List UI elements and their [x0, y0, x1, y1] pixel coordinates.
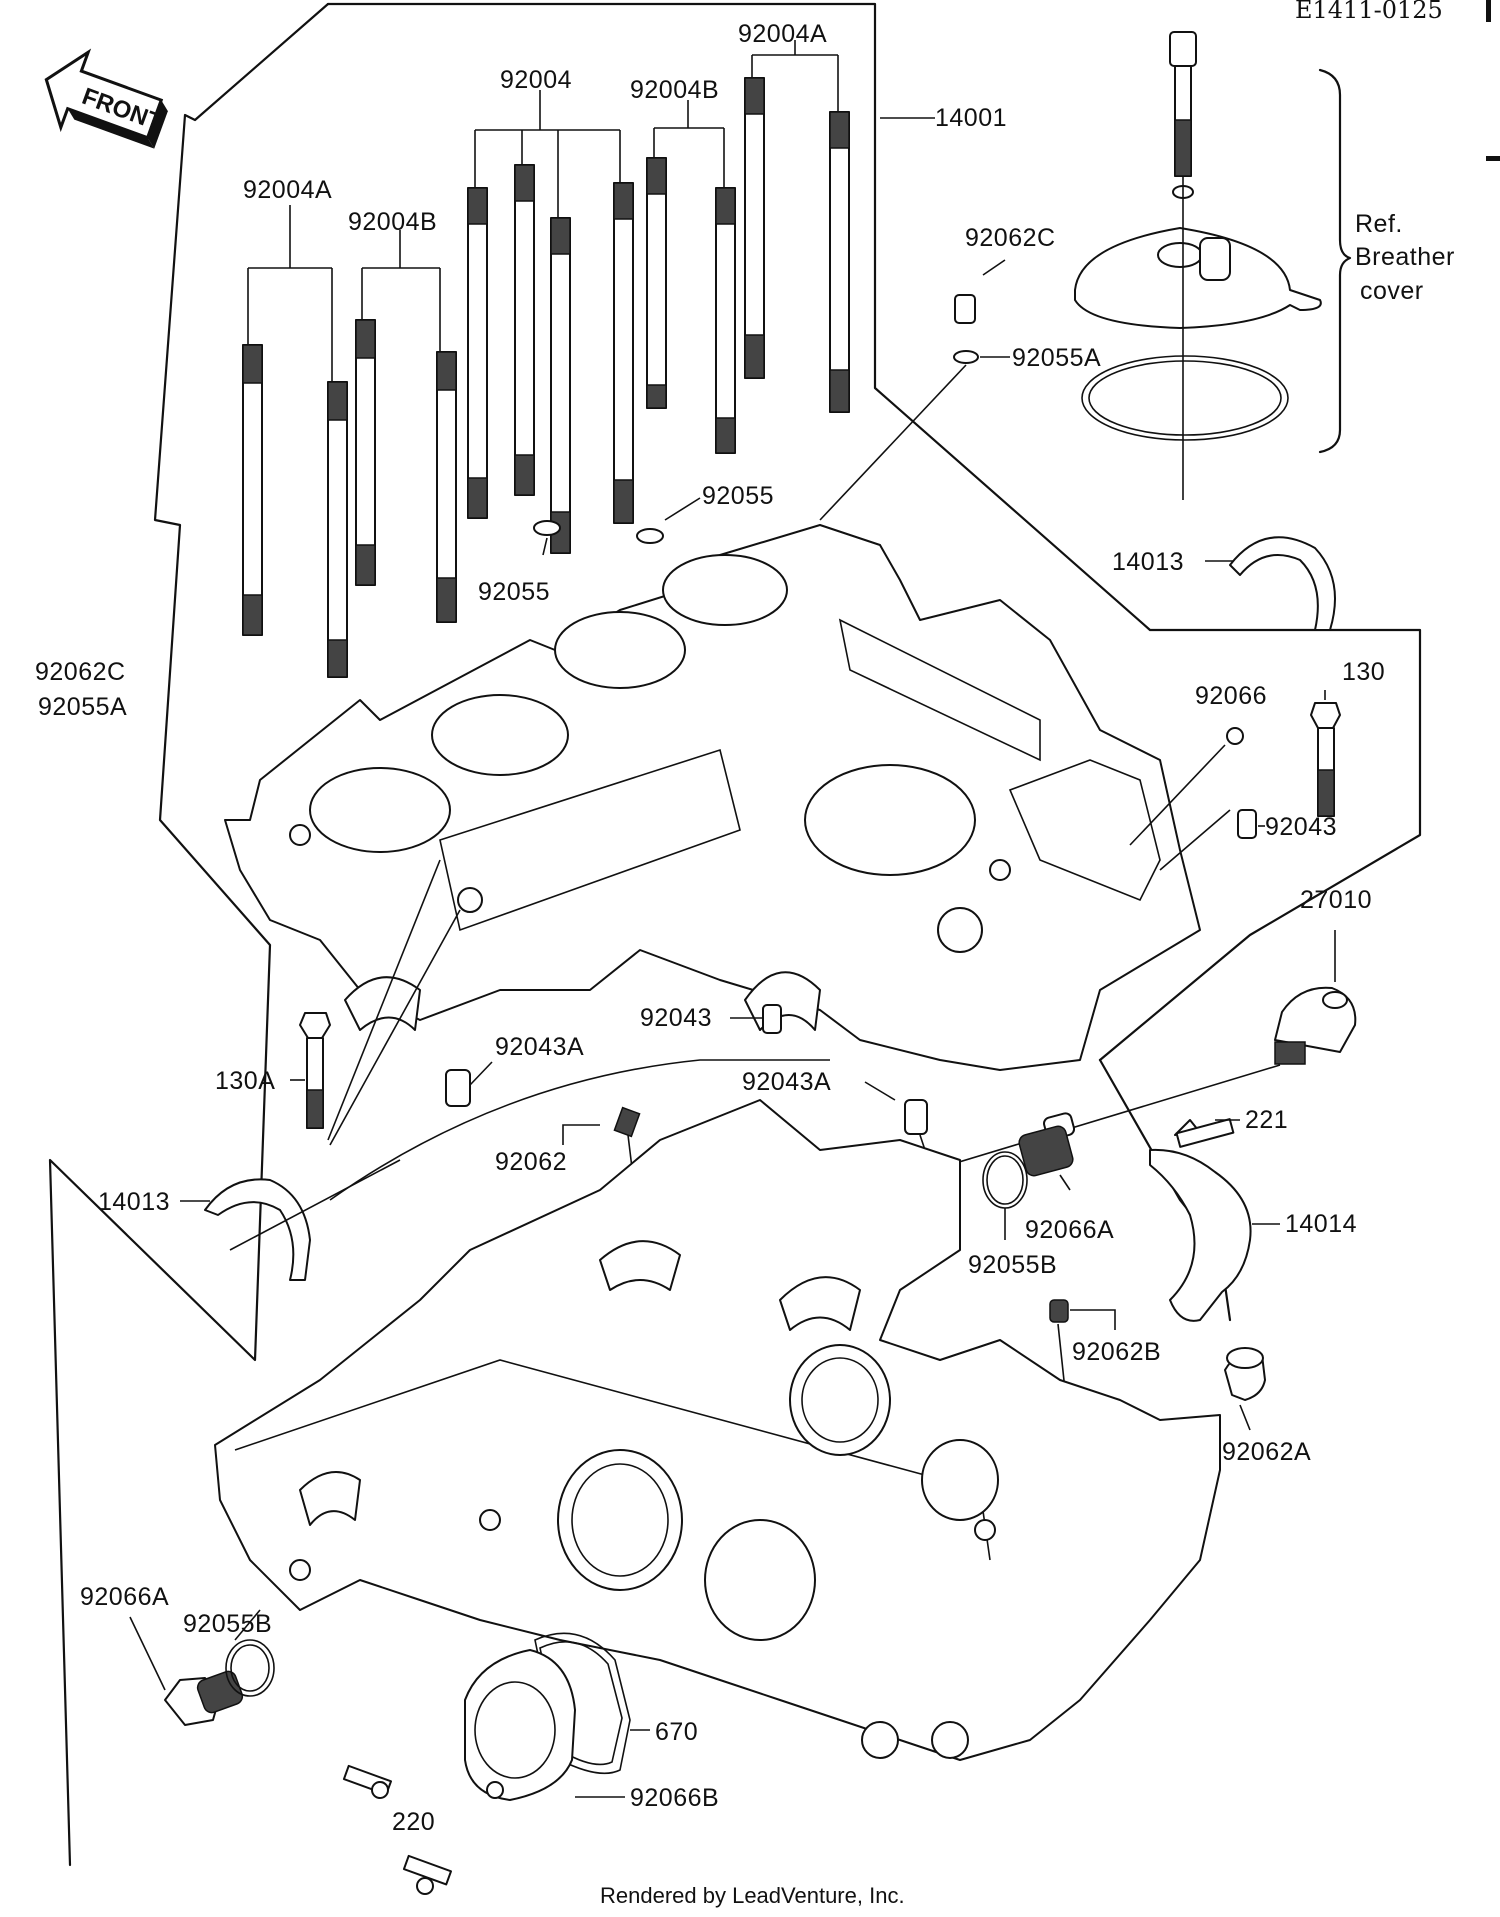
callout-92043-mid: 92043 [640, 1004, 712, 1032]
stud-92004A-left-1 [242, 344, 263, 636]
callout-92043A-left: 92043A [495, 1033, 584, 1061]
callout-670: 670 [655, 1718, 698, 1746]
callout-27010: 27010 [1300, 886, 1372, 914]
callout-92004B-top: 92004B [630, 76, 719, 104]
callout-92066A-right: 92066A [1025, 1216, 1114, 1244]
stud-92004-1 [467, 187, 488, 519]
callout-92055B-left: 92055B [183, 1610, 272, 1638]
callout-92055B-right: 92055B [968, 1251, 1057, 1279]
bolt-130 [1310, 702, 1341, 817]
callout-92043A-mid: 92043A [742, 1068, 831, 1096]
callout-130: 130 [1342, 658, 1385, 686]
callout-92055A-left: 92055A [38, 693, 127, 721]
cover-14014 [1149, 1148, 1252, 1322]
lower-crankcase [214, 1099, 1221, 1761]
callout-92066: 92066 [1195, 682, 1267, 710]
plug-92066A-left [164, 1670, 244, 1726]
dowel-92043-mid [762, 1004, 782, 1034]
plug-92062 [613, 1106, 641, 1138]
stud-leaders [247, 40, 935, 382]
breather-note-line-3: cover [1360, 277, 1424, 305]
callout-14013-top: 14013 [1112, 548, 1184, 576]
dowel-92043A-mid [904, 1099, 928, 1135]
callout-14001: 14001 [935, 104, 1007, 132]
callout-labels: 92004A 92004 92004B 14001 92004A 92004B … [35, 20, 1385, 1836]
callout-92066B: 92066B [630, 1784, 719, 1812]
assembly-boundary [48, 2, 330, 1867]
cover-92066B [464, 1649, 576, 1801]
plug-92062A [1224, 1347, 1266, 1401]
stud-92004-4 [613, 182, 634, 524]
reference-code: E1411-0125 [1295, 0, 1443, 24]
edge-mark [1486, 0, 1491, 22]
callout-92004: 92004 [500, 66, 572, 94]
stud-92004B-left-1 [355, 319, 376, 586]
callout-92062C-left: 92062C [35, 658, 126, 686]
dowel-92062C-top [954, 294, 976, 324]
credit-text: Rendered by LeadVenture, Inc. [600, 1883, 905, 1908]
front-arrow-icon: FRONT [44, 48, 168, 149]
callout-92004B-left: 92004B [348, 208, 437, 236]
callout-92004A-top: 92004A [738, 20, 827, 48]
thrust-washer-14013-left [204, 1178, 311, 1281]
stud-92004B-left-2 [436, 351, 457, 623]
callout-92062: 92062 [495, 1148, 567, 1176]
callout-92062C-top: 92062C [965, 224, 1056, 252]
screw-221 [1174, 1118, 1235, 1148]
callout-92055-right: 92055 [702, 482, 774, 510]
callout-130A: 130A [215, 1067, 275, 1095]
screws-220 [342, 1764, 453, 1895]
callout-92043-right: 92043 [1265, 813, 1337, 841]
callout-221: 221 [1245, 1106, 1288, 1134]
bolt-130A [299, 1012, 331, 1129]
callout-220: 220 [392, 1808, 435, 1836]
gasket-670 [534, 1632, 631, 1775]
stud-92004A-top-2 [829, 111, 850, 413]
callout-92055A-top: 92055A [1012, 344, 1101, 372]
ball-92066 [1226, 727, 1244, 745]
dowel-92043-right [1237, 809, 1257, 839]
upper-crankcase [224, 524, 1201, 1071]
washer-92055-right [636, 528, 664, 544]
thrust-washer-14013-top [1229, 536, 1336, 631]
breather-cover [1074, 31, 1352, 500]
edge-mark [1486, 156, 1500, 161]
washer-92055-left [533, 520, 561, 536]
dowel-92043A-left [445, 1069, 471, 1107]
stud-92004B-top-2 [715, 187, 736, 454]
callout-14013-left: 14013 [98, 1188, 170, 1216]
stud-92004A-top-1 [744, 77, 765, 379]
o-ring-92055B-left [225, 1639, 275, 1697]
stud-92004A-left-2 [327, 381, 348, 678]
stud-92004-2 [514, 164, 535, 496]
oil-pressure-switch-27010 [1274, 986, 1357, 1065]
breather-note-line-2: Breather [1355, 243, 1455, 271]
washer-92055A-top [953, 350, 979, 364]
assembly-boundary-top [326, 2, 1422, 1062]
stud-92004B-top-1 [646, 157, 667, 409]
stud-bolts [242, 77, 850, 678]
stud-92004-3 [550, 217, 571, 554]
callout-92066A-left: 92066A [80, 1583, 169, 1611]
breather-note-line-1: Ref. [1355, 210, 1403, 238]
callout-92055-left: 92055 [478, 578, 550, 606]
callout-92004A-left: 92004A [243, 176, 332, 204]
callout-92062A: 92062A [1222, 1438, 1311, 1466]
callout-14014: 14014 [1285, 1210, 1357, 1238]
plug-92066A-right [1018, 1112, 1076, 1177]
callout-92062B: 92062B [1072, 1338, 1161, 1366]
plug-92062B [1049, 1299, 1069, 1323]
o-ring-92055B-right [982, 1151, 1028, 1209]
